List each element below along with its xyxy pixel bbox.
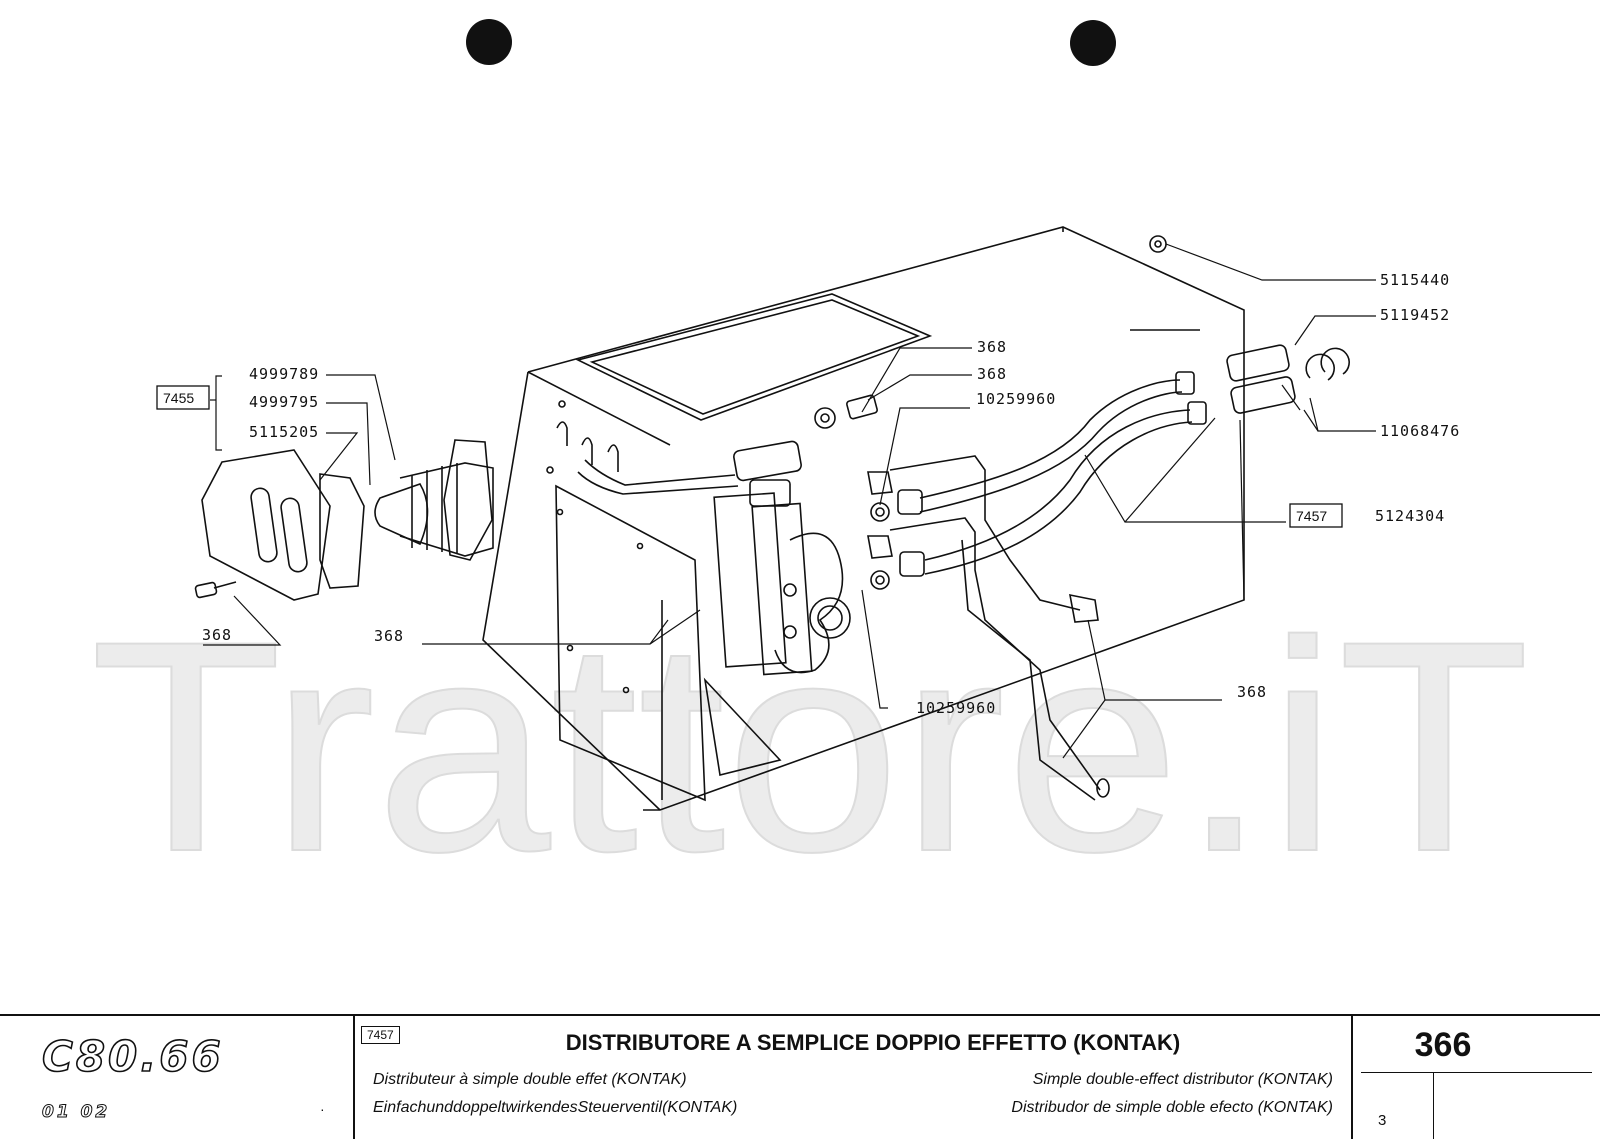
label-368-e: 368 bbox=[1237, 683, 1267, 701]
part-number-labels: 5115440 5119452 368 368 10259960 1106847… bbox=[163, 271, 1460, 717]
punch-hole-right bbox=[1070, 20, 1116, 66]
model-name: C80.66 bbox=[41, 1031, 224, 1082]
label-368-d: 368 bbox=[374, 627, 404, 645]
label-4999795: 4999795 bbox=[249, 393, 319, 411]
title-french: Distributeur à simple double effet (KONT… bbox=[373, 1071, 687, 1088]
exploded-parts-diagram: Trattore.iT bbox=[89, 19, 1531, 915]
description-cell: 7457 DISTRIBUTORE A SEMPLICE DOPPIO EFFE… bbox=[355, 1016, 1353, 1139]
sheet-number: 3 bbox=[1378, 1112, 1387, 1129]
model-variants: 01 02 bbox=[41, 1102, 111, 1123]
page-divider-v bbox=[1433, 1072, 1434, 1139]
label-368-a: 368 bbox=[977, 338, 1007, 356]
label-boxes bbox=[156, 385, 1343, 528]
label-368-c: 368 bbox=[202, 626, 232, 644]
label-4999789: 4999789 bbox=[249, 365, 319, 383]
title-spanish: Distribudor de simple doble efecto (KONT… bbox=[1011, 1099, 1333, 1116]
label-5119452: 5119452 bbox=[1380, 306, 1450, 324]
label-10259960-a: 10259960 bbox=[976, 390, 1056, 408]
distributor-housing bbox=[482, 226, 1245, 811]
hoses-and-fittings bbox=[814, 235, 1350, 801]
title-german: EinfachunddoppeltwirkendesSteuerventil(K… bbox=[373, 1099, 738, 1116]
watermark-text: Trattore.iT bbox=[90, 578, 1530, 914]
label-10259960-b: 10259960 bbox=[916, 699, 996, 717]
label-5115205: 5115205 bbox=[249, 423, 319, 441]
punch-hole-left bbox=[466, 19, 512, 65]
label-5115440: 5115440 bbox=[1380, 271, 1450, 289]
group-code-badge: 7457 bbox=[361, 1026, 400, 1044]
title-block: C80.66 01 02 · 7457 DISTRIBUTORE A SEMPL… bbox=[0, 1014, 1600, 1139]
label-368-b: 368 bbox=[977, 365, 1007, 383]
title-english: Simple double-effect distributor (KONTAK… bbox=[1032, 1071, 1333, 1088]
model-dot: · bbox=[320, 1101, 325, 1117]
label-7455: 7455 bbox=[163, 390, 194, 406]
model-cell: C80.66 01 02 · bbox=[0, 1016, 355, 1139]
label-11068476: 11068476 bbox=[1380, 422, 1460, 440]
leader-lines bbox=[203, 243, 1376, 759]
page-title: DISTRIBUTORE A SEMPLICE DOPPIO EFFETTO (… bbox=[565, 1030, 1181, 1055]
page-number: 366 bbox=[1414, 1026, 1472, 1064]
gaiter-and-plate-assembly bbox=[194, 439, 494, 601]
page-cell: 366 3 bbox=[1353, 1016, 1600, 1139]
label-5124304: 5124304 bbox=[1375, 507, 1445, 525]
page-divider-h bbox=[1361, 1072, 1592, 1073]
label-7457: 7457 bbox=[1296, 508, 1327, 524]
